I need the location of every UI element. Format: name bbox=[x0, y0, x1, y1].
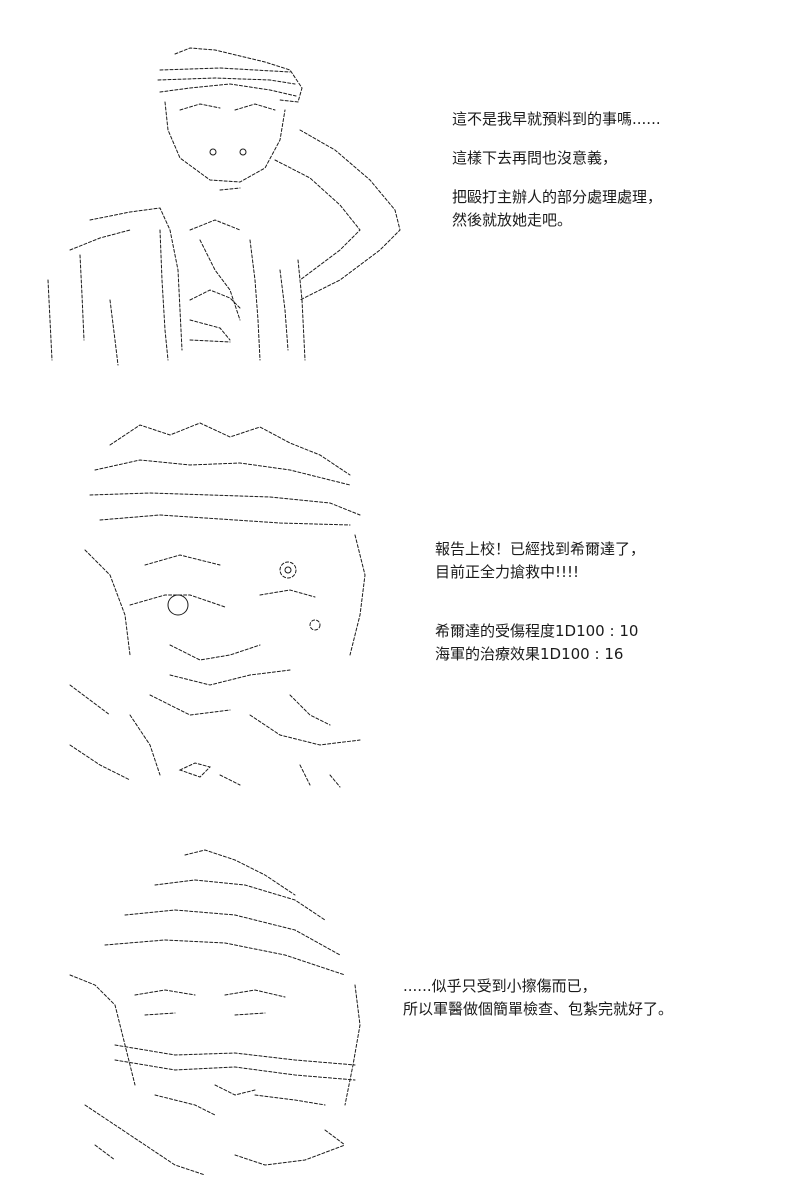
ascii-art-figure-with-eyepatch bbox=[50, 415, 380, 790]
dialogue-line: 然後就放她走吧。 bbox=[452, 211, 573, 229]
dialogue-line: 目前正全力搶救中!!!! bbox=[435, 563, 580, 581]
dialogue-line: ......似乎只受到小擦傷而已， bbox=[403, 977, 597, 995]
ascii-art-bandaged-figure bbox=[55, 845, 385, 1185]
panel-2-dialogue: 報告上校！已經找到希爾達了， 目前正全力搶救中!!!! 希爾達的受傷程度1D10… bbox=[435, 538, 645, 666]
panel-3-dialogue: ......似乎只受到小擦傷而已， 所以軍醫做個簡單檢查、包紮完就好了。 bbox=[403, 975, 673, 1021]
dialogue-line: 報告上校！已經找到希爾達了， bbox=[435, 540, 646, 558]
panel-1-dialogue: 這不是我早就預料到的事嗎...... 這樣下去再問也沒意義， 把毆打主辦人的部分… bbox=[452, 108, 662, 232]
panel-2: 報告上校！已經找到希爾達了， 目前正全力搶救中!!!! 希爾達的受傷程度1D10… bbox=[0, 400, 800, 820]
dialogue-line: 把毆打主辦人的部分處理處理， bbox=[452, 188, 663, 206]
dialogue-line: 這樣下去再問也沒意義， bbox=[452, 149, 618, 167]
ascii-art-figure-saluting bbox=[40, 40, 410, 370]
dialogue-line: 希爾達的受傷程度1D100 : 10 bbox=[435, 622, 639, 640]
dialogue-line: 這不是我早就預料到的事嗎...... bbox=[452, 110, 661, 128]
dialogue-line: 海軍的治療效果1D100 : 16 bbox=[435, 645, 624, 663]
dialogue-line: 所以軍醫做個簡單檢查、包紮完就好了。 bbox=[403, 1000, 674, 1018]
panel-3: ......似乎只受到小擦傷而已， 所以軍醫做個簡單檢查、包紮完就好了。 bbox=[0, 820, 800, 1200]
panel-1: 這不是我早就預料到的事嗎...... 這樣下去再問也沒意義， 把毆打主辦人的部分… bbox=[0, 0, 800, 400]
